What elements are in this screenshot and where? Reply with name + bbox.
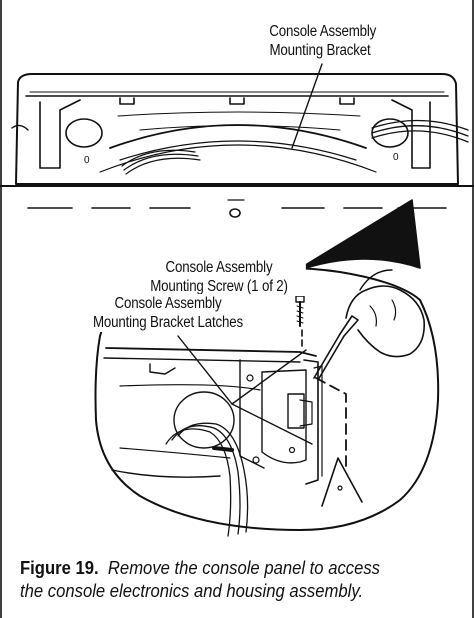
caption-text-2: the console electronics and housing asse…	[20, 580, 364, 601]
latches-callout-line1: Console Assembly	[114, 295, 222, 312]
screw-callout: Console Assembly Mounting Screw (1 of 2)	[132, 258, 306, 296]
zoom-wedge	[293, 199, 421, 273]
bracket-leader-line	[291, 63, 323, 149]
latch-leader-lines	[177, 335, 313, 445]
bracket-callout-line1: Console Assembly	[269, 23, 377, 40]
latches-callout-line2: Mounting Bracket Latches	[92, 314, 243, 331]
screw-callout-line2: Mounting Screw (1 of 2)	[150, 278, 288, 295]
bracket-callout: Console Assembly Mounting Bracket	[266, 22, 377, 60]
svg-text:0: 0	[393, 152, 399, 163]
bracket-callout-line2: Mounting Bracket	[269, 42, 371, 59]
figure-number: Figure 19.	[20, 557, 99, 578]
screw-callout-line1: Console Assembly	[165, 259, 273, 276]
top-console-panel: 0 0	[11, 73, 469, 185]
mounting-screw-icon	[295, 295, 305, 327]
caption-line1: Figure 19. Remove the console panel to a…	[20, 556, 425, 579]
figure-caption: Figure 19. Remove the console panel to a…	[20, 556, 425, 602]
latches-callout: Console Assembly Mounting Bracket Latche…	[71, 294, 265, 332]
caption-text-1: Remove the console panel to access	[107, 557, 381, 578]
svg-text:0: 0	[84, 155, 90, 166]
dashed-outline	[27, 199, 447, 218]
